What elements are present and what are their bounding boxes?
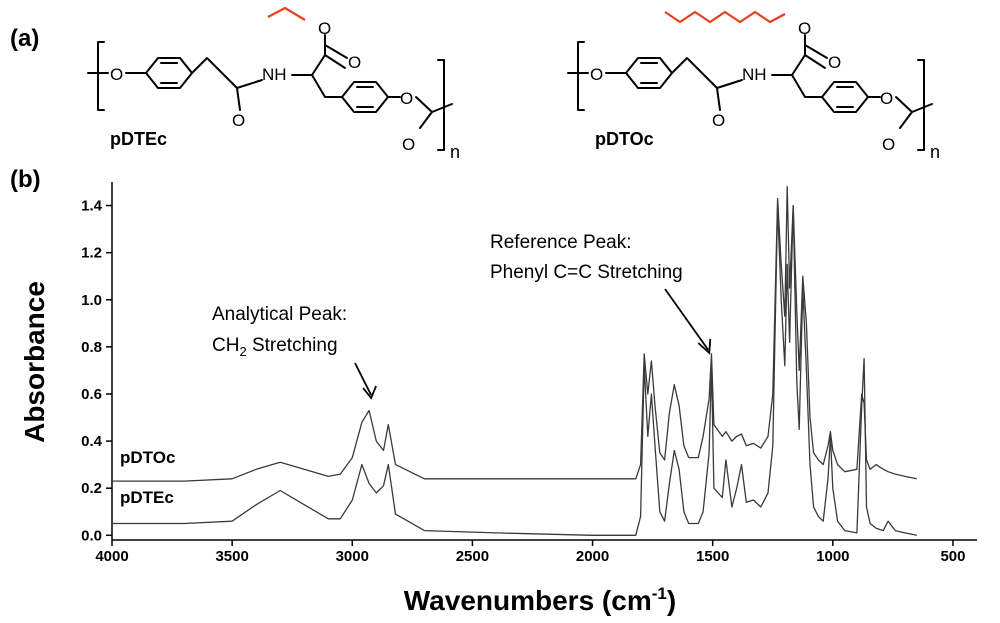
subscript-n-2: n <box>930 142 940 162</box>
y-tick-label: 0.6 <box>81 386 102 403</box>
arrow-reference <box>664 288 710 351</box>
arrowhead-reference <box>697 338 712 355</box>
x-axis-title-close: ) <box>667 585 676 616</box>
series-layer: pDTOc pDTEc <box>112 186 918 536</box>
x-axis-title: Wavenumbers (cm-1) <box>404 584 676 616</box>
x-tick-label: 500 <box>940 548 965 565</box>
spectrum-plot: 4000 3500 3000 2500 2000 1500 1000 500 0.0 0.2 0.4… <box>81 182 977 565</box>
y-axis-title: Absorbance <box>19 281 50 443</box>
arrowhead-analytical <box>362 385 377 400</box>
atom-o-ester1-b: O <box>798 19 811 38</box>
y-tick-label: 1.2 <box>81 245 102 262</box>
annotation-analytical-rest: Stretching <box>247 335 338 356</box>
structure-pdtec: O O NH O O O O n pDTEc <box>87 6 460 162</box>
series-label-pdtoc: pDTOc <box>120 448 175 467</box>
series-line-pdtoc <box>112 186 918 482</box>
arrow-analytical <box>354 362 372 396</box>
atom-o-ester1: O <box>318 19 331 38</box>
annotation-reference-line2: Phenyl C=C Stretching <box>490 262 683 283</box>
label-pdtoc: pDTOc <box>595 129 654 149</box>
panel-a-label: (a) <box>10 25 39 52</box>
ticks: 4000 3500 3000 2500 2000 1500 1000 500 0.0 0.2 0.4… <box>81 198 965 565</box>
atom-nh-b: NH <box>742 65 767 84</box>
atom-nh: NH <box>262 65 287 84</box>
y-tick-label: 1.4 <box>81 198 103 215</box>
x-tick-label: 1000 <box>816 548 849 565</box>
y-tick-label: 0.4 <box>81 433 103 450</box>
atom-o-carb1-b: O <box>880 89 893 108</box>
atom-o-amide: O <box>232 111 245 130</box>
atom-o-carb2-b: O <box>882 135 895 154</box>
atom-o1-b: O <box>590 65 603 84</box>
octyl-chain <box>664 10 786 24</box>
annotation-analytical-sub: 2 <box>239 344 246 359</box>
y-tick-label: 0.0 <box>81 527 102 544</box>
annotation-analytical-line1: Analytical Peak: <box>212 304 347 325</box>
atom-o-ester2-b: O <box>828 53 841 72</box>
annotation-analytical-line2: CH2 Stretching <box>212 335 338 359</box>
label-pdtec: pDTEc <box>110 129 167 149</box>
x-tick-label: 1500 <box>696 548 729 565</box>
atom-o-carb2: O <box>402 135 415 154</box>
x-tick-label: 4000 <box>95 548 128 565</box>
annotation-analytical-main: CH <box>212 335 239 356</box>
y-tick-label: 1.0 <box>81 292 102 309</box>
x-tick-label: 3500 <box>215 548 248 565</box>
subscript-n-1: n <box>450 142 460 162</box>
ethyl-chain <box>267 6 306 21</box>
x-tick-label: 3000 <box>336 548 369 565</box>
y-tick-label: 0.2 <box>81 480 102 497</box>
x-axis-title-main: Wavenumbers (cm <box>404 585 652 616</box>
annotations: Analytical Peak: CH2 Stretching Reference … <box>212 232 712 400</box>
series-label-pdtec: pDTEc <box>120 488 174 507</box>
annotation-reference-line1: Reference Peak: <box>490 232 632 253</box>
atom-o-amide-b: O <box>712 111 725 130</box>
atom-o-carb1: O <box>400 89 413 108</box>
panel-b-label: (b) <box>10 166 41 193</box>
x-axis-title-sup: -1 <box>652 584 667 603</box>
atom-o-ester2: O <box>348 53 361 72</box>
series-line-pdtec <box>112 204 918 536</box>
x-tick-label: 2500 <box>456 548 489 565</box>
y-tick-label: 0.8 <box>81 339 102 356</box>
atom-o1: O <box>110 65 123 84</box>
x-tick-label: 2000 <box>576 548 609 565</box>
structure-pdtoc: O O NH O O O O n pDTOc <box>567 10 940 162</box>
